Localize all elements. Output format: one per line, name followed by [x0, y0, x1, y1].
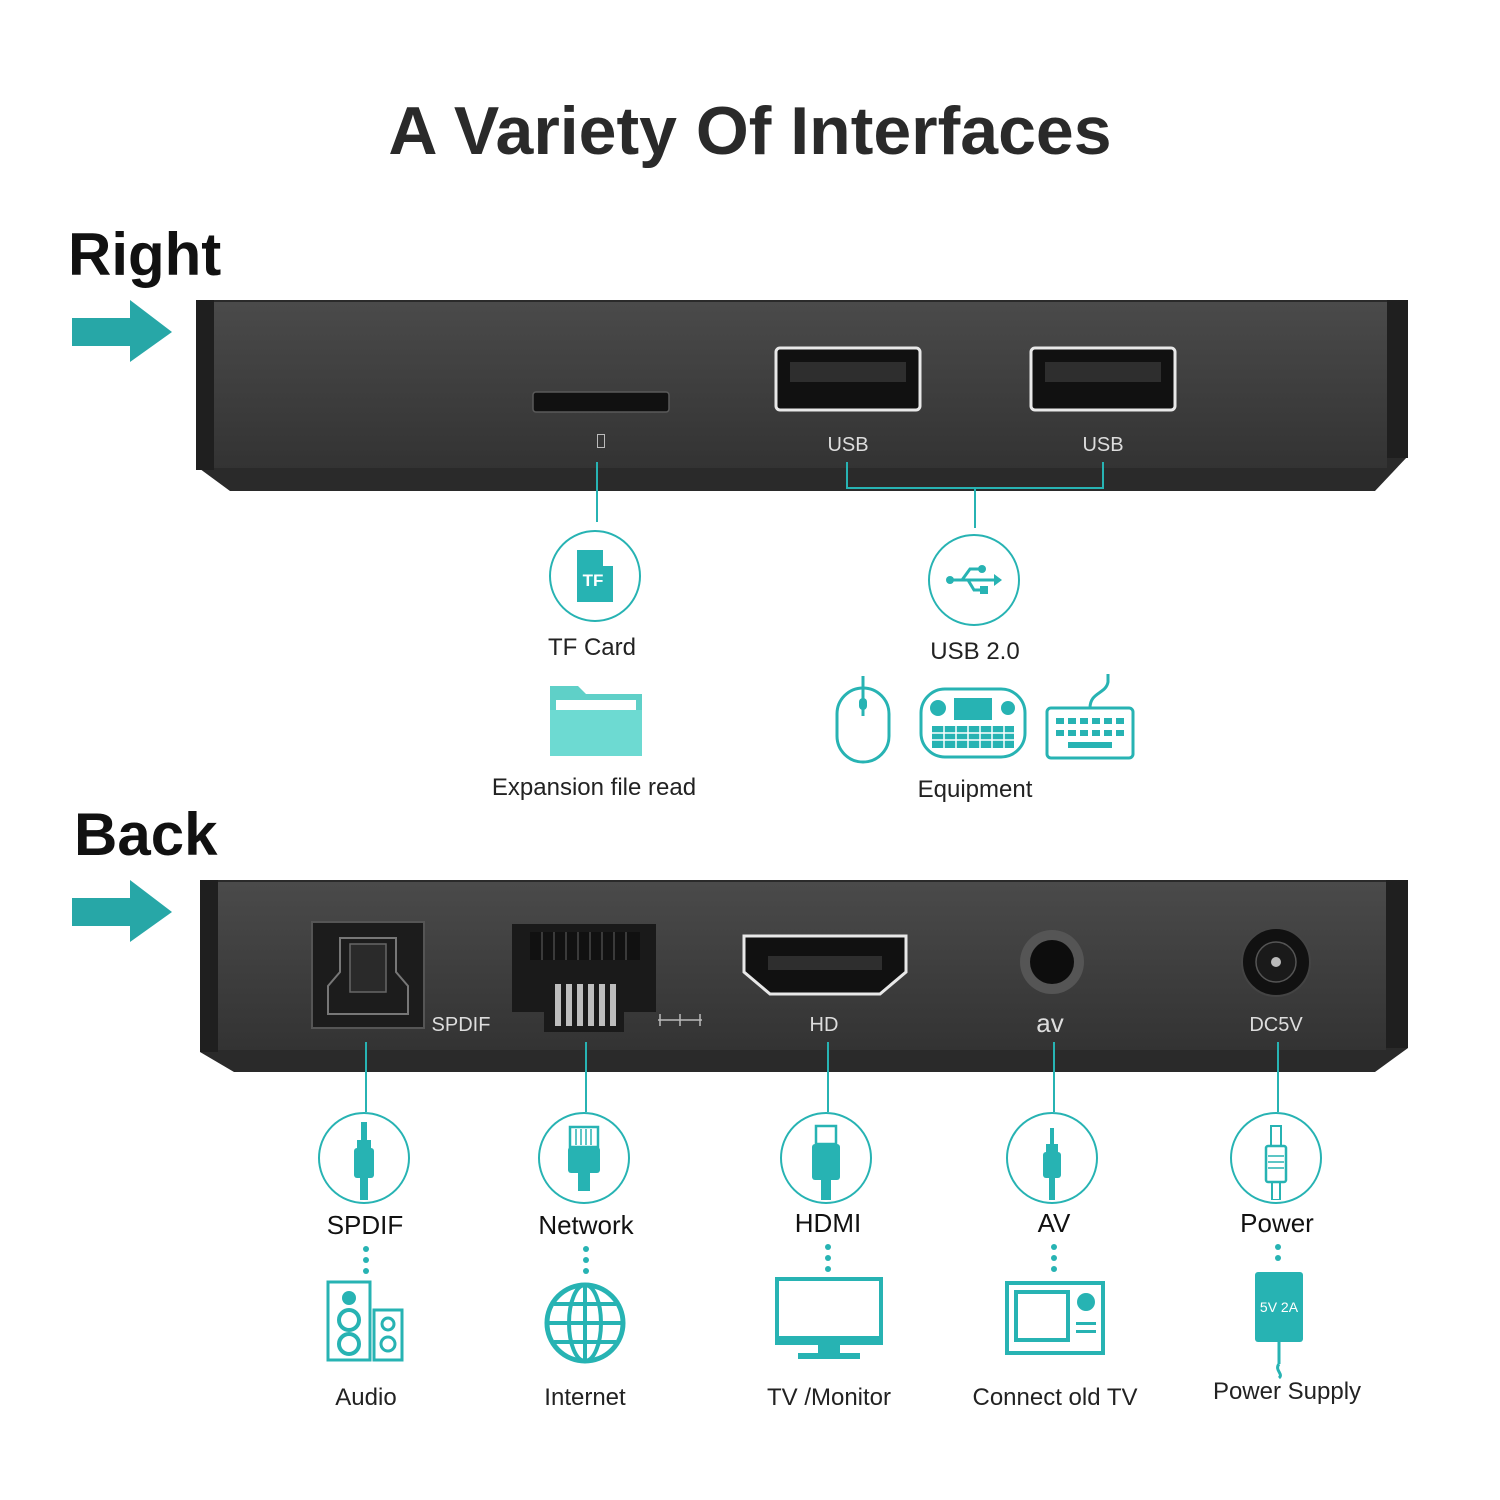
ethernet-plug-icon — [538, 1112, 630, 1204]
hdmi-cable-icon — [780, 1112, 872, 1204]
tv-monitor-label: TV /Monitor — [766, 1384, 892, 1411]
hd-port-label: HD — [809, 1014, 839, 1036]
usb-port-label-2: USB — [1082, 434, 1124, 456]
device-back-side — [200, 880, 1408, 1072]
svg-text:TF: TF — [583, 571, 604, 590]
mouse-icon — [835, 676, 891, 764]
dc-port-label: DC5V — [1249, 1014, 1303, 1036]
right-heading: Right — [68, 221, 222, 288]
tf-slot-icon — [597, 434, 605, 448]
hdmi-label: HDMI — [794, 1208, 862, 1238]
hdmi-connector-line — [827, 1042, 829, 1112]
power-label: Power — [1240, 1208, 1314, 1238]
folder-icon — [550, 686, 642, 756]
speakers-icon — [326, 1280, 404, 1362]
globe-icon — [544, 1282, 626, 1364]
back-heading: Back — [74, 801, 218, 868]
mini-keyboard-icon — [919, 687, 1027, 759]
expansion-label: Expansion file read — [491, 774, 697, 801]
power-supply-label: Power Supply — [1212, 1378, 1362, 1405]
audio-label: Audio — [335, 1384, 397, 1411]
usb-icon — [928, 534, 1020, 626]
power-plug-icon — [1230, 1112, 1322, 1204]
power-connector-line — [1277, 1042, 1279, 1112]
usb-label: USB 2.0 — [930, 638, 1020, 665]
av-dots — [1051, 1244, 1057, 1277]
av-port-label: av — [1036, 1008, 1064, 1038]
device-right-side — [196, 300, 1408, 491]
spdif-connector-line — [365, 1042, 367, 1112]
spdif-port-label: SPDIF — [431, 1014, 491, 1036]
back-arrow-icon — [72, 880, 172, 942]
right-arrow-icon — [72, 300, 172, 362]
page-title: A Variety Of Interfaces — [388, 93, 1112, 169]
usb-port-label-1: USB — [827, 434, 869, 456]
spdif-dots — [363, 1246, 369, 1279]
tf-card-label: TF Card — [547, 634, 636, 661]
network-connector-line — [585, 1042, 587, 1112]
spdif-cable-icon — [318, 1112, 410, 1204]
network-dots — [583, 1246, 589, 1279]
tf-card-icon: TF — [549, 530, 641, 622]
keyboard-icon — [1045, 674, 1135, 760]
network-label: Network — [538, 1210, 634, 1240]
av-cable-icon — [1006, 1112, 1098, 1204]
internet-label: Internet — [544, 1384, 626, 1411]
power-adapter-icon: 5V 2A — [1255, 1272, 1303, 1380]
equipment-label: Equipment — [917, 776, 1033, 803]
power-dots — [1275, 1244, 1281, 1266]
connect-old-tv-label: Connect old TV — [972, 1384, 1138, 1411]
svg-text:5V 2A: 5V 2A — [1260, 1299, 1299, 1315]
hdmi-dots — [825, 1244, 831, 1277]
monitor-icon — [775, 1277, 883, 1359]
tf-connector-line — [596, 462, 598, 522]
old-tv-icon — [1005, 1281, 1105, 1355]
av-connector-line — [1053, 1042, 1055, 1112]
usb-connector-bracket — [846, 462, 1104, 528]
av-label: AV — [1037, 1208, 1071, 1238]
spdif-label: SPDIF — [326, 1210, 404, 1240]
